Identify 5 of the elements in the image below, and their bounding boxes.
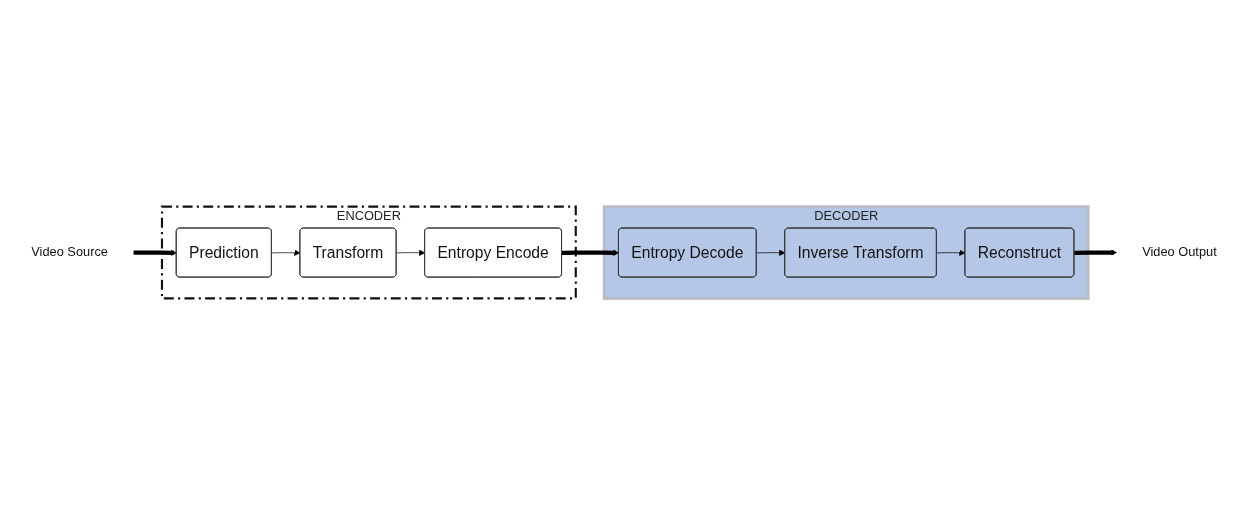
arrow (1074, 249, 1117, 257)
node-text: Video Output (1142, 245, 1217, 260)
node-text: Video Source (31, 245, 108, 260)
arrow (133, 250, 177, 257)
arrow (561, 250, 620, 257)
